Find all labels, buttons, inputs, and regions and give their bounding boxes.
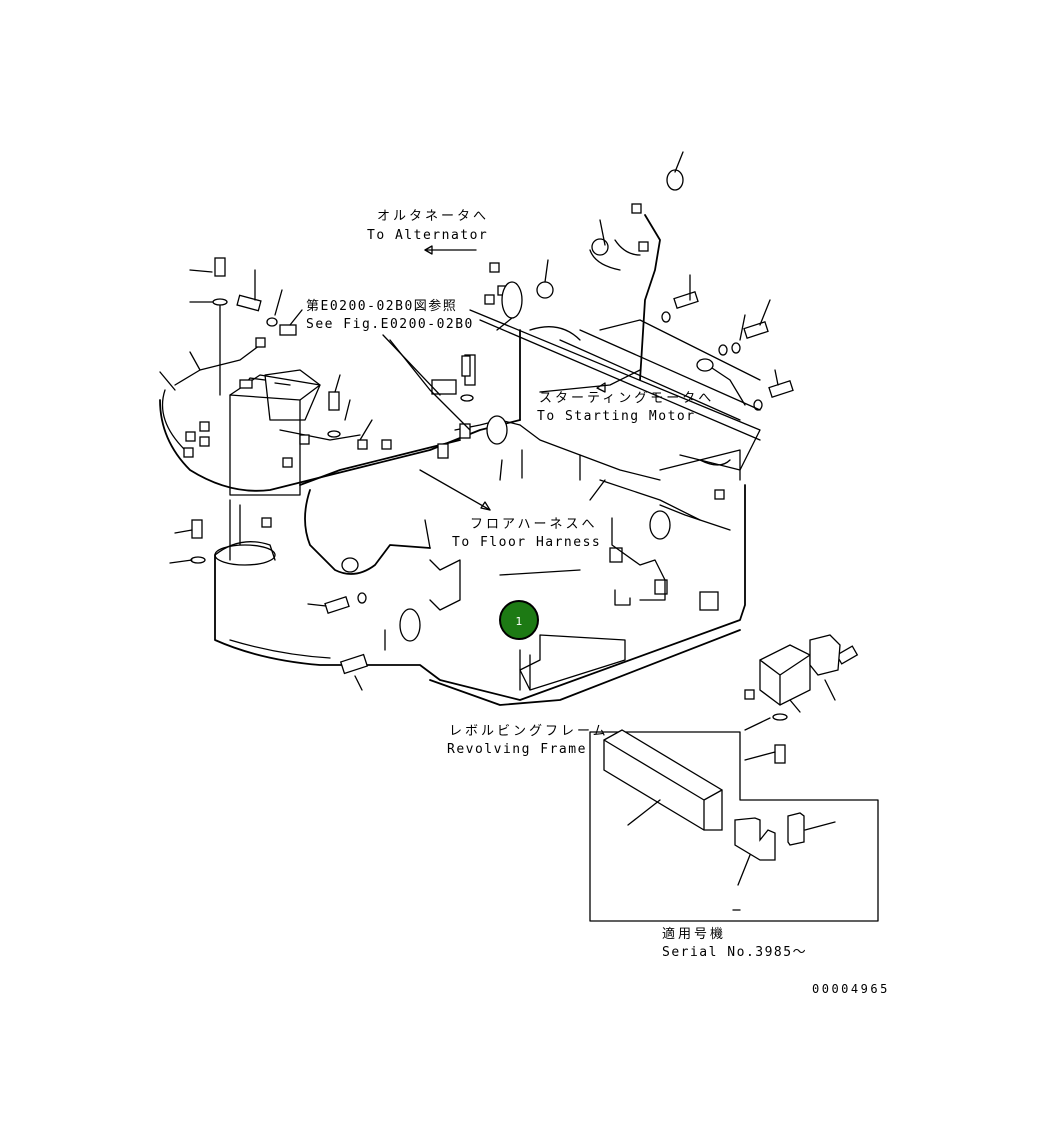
see-fig-label-jp: 第E0200-02B0図参照 — [306, 299, 458, 314]
starting-motor-label-en: To Starting Motor — [537, 409, 696, 424]
battery-assembly — [229, 369, 361, 496]
part-callout-1[interactable]: 1 — [499, 600, 539, 640]
relay-assembly — [429, 517, 841, 706]
alternator-label-jp: オルタネータへ — [377, 209, 490, 224]
revolving-frame-outline — [161, 309, 761, 706]
connectors — [183, 169, 755, 700]
leader-lines — [159, 151, 836, 911]
drawing-number: 00004965 — [812, 982, 890, 996]
revolving-frame-label-en: Revolving Frame — [447, 742, 587, 757]
serial-label-jp: 適用号機 — [662, 927, 727, 942]
fasteners — [190, 257, 859, 764]
see-fig-label-en: See Fig.E0200-02B0 — [306, 317, 474, 332]
inset-box — [589, 729, 879, 922]
starting-motor-label-jp: スターティングモータへ — [539, 391, 715, 406]
part-callout-number: 1 — [515, 614, 523, 628]
floor-harness-label-en: To Floor Harness — [452, 535, 602, 550]
revolving-frame-label-jp: レボルビングフレーム — [449, 724, 609, 739]
floor-harness-label-jp: フロアハーネスへ — [470, 517, 598, 532]
serial-label-en: Serial No.3985～ — [662, 945, 808, 960]
alternator-label-en: To Alternator — [367, 228, 489, 243]
